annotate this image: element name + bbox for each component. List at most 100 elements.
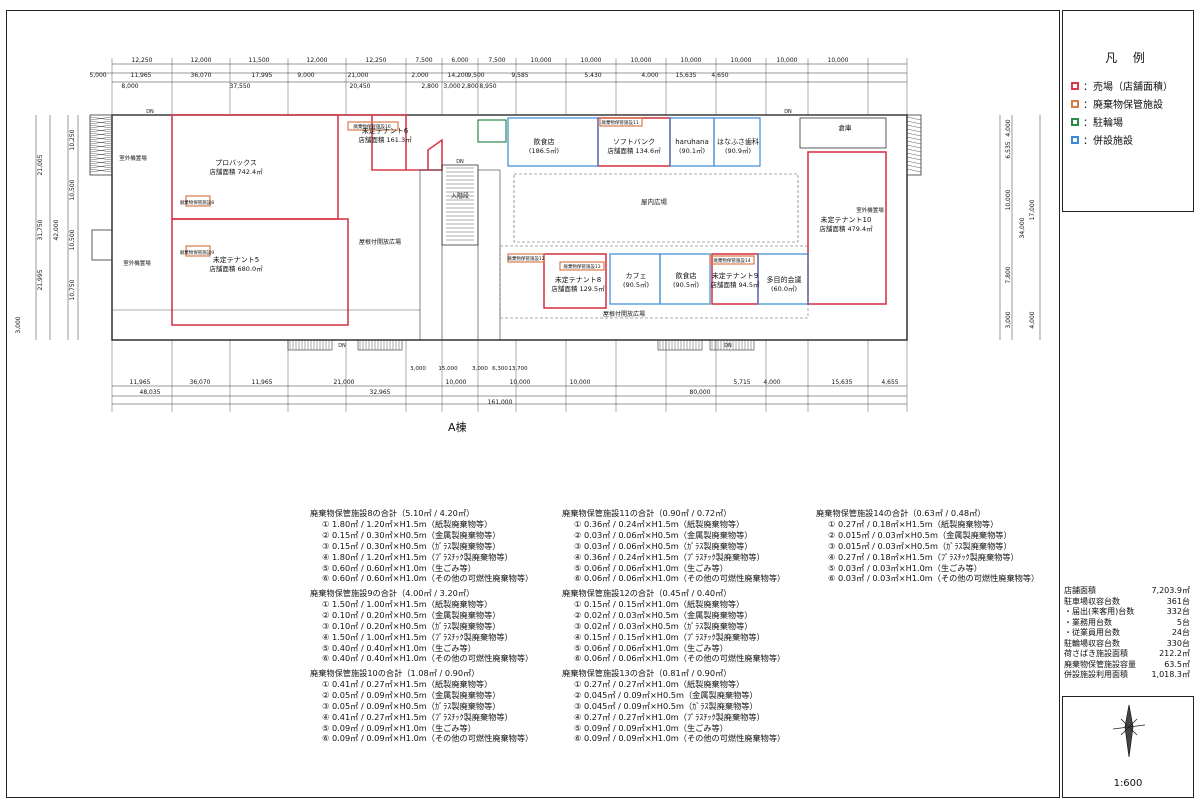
legend-swatch-icon: [1071, 117, 1079, 126]
waste-10: [347, 121, 399, 131]
dim-label-top: 5,430: [584, 72, 601, 79]
stats-value: 330台: [1166, 638, 1190, 648]
dim-label-top: 8,000: [121, 83, 138, 90]
room-area: (90.5㎡): [623, 280, 649, 289]
waste-13: [559, 261, 605, 271]
legend-title: 凡 例: [1105, 51, 1151, 65]
waste-table-line: ④ 0.27㎡ / 0.18㎡×H1.5m（ﾌﾟﾗｽﾁｯｸ製廃棄物等）: [828, 551, 1019, 562]
room-name: ソフトバンク: [613, 138, 655, 146]
dim-label-left: 21,005: [37, 154, 44, 175]
building-outline: [111, 114, 908, 341]
stair-hatch: [89, 116, 113, 121]
exit-hatch: [657, 339, 703, 351]
dim-label-top: 10,000: [731, 57, 752, 64]
dim-label-left: 21,995: [37, 269, 44, 290]
waste-table-line: ⑤ 0.09㎡ / 0.09㎡×H1.0m（生ごみ等）: [322, 722, 476, 733]
waste-label: 廃棄物保管施設13: [563, 263, 600, 270]
stair-hatch: [89, 144, 113, 149]
stair-tower: [906, 114, 922, 176]
stats-value: 1,018.3㎡: [1151, 670, 1190, 679]
stair-hatch: [89, 132, 113, 137]
waste-table-line: ④ 1.80㎡ / 1.20㎡×H1.5m（ﾌﾟﾗｽﾁｯｸ製廃棄物等）: [322, 551, 513, 562]
room-name: プロバックス: [215, 159, 257, 167]
legend-item: ：売場（店舗面積）: [1071, 78, 1193, 93]
stair-hatch: [906, 128, 922, 133]
stats-value: 7,203.9㎡: [1151, 586, 1190, 595]
area-label: 室外機置場: [123, 259, 151, 267]
dim-label-top: 2,800: [461, 83, 478, 90]
waste-table-line: ① 0.36㎡ / 0.24㎡×H1.5m（紙製廃棄物等）: [574, 518, 745, 529]
stair-hatch: [906, 124, 922, 129]
dim-label-bottom: 10,000: [446, 379, 467, 386]
stair-hatch: [906, 152, 922, 157]
waste-table-line: ④ 1.50㎡ / 1.00㎡×H1.5m（ﾌﾟﾗｽﾁｯｸ製廃棄物等）: [322, 631, 513, 642]
room-inshoku2: [659, 253, 711, 305]
exit-hatch: [709, 339, 755, 351]
room-area: 店舗面積 680.0㎡: [209, 264, 263, 273]
stair-hatch: [906, 136, 922, 141]
dim-label-left: 10,500: [69, 229, 76, 250]
room-area: (90.1㎡): [679, 146, 705, 155]
stats-value: 63.5㎡: [1164, 659, 1190, 669]
dim-label-left: 10,250: [69, 129, 76, 150]
room-area: (186.5㎡): [529, 146, 559, 155]
stats-value: 332台: [1166, 607, 1190, 616]
exit-hatch: [287, 339, 333, 351]
legend-swatch-icon: [1071, 99, 1079, 108]
waste-table-line: ⑤ 0.03㎡ / 0.03㎡×H1.0m（生ごみ等）: [828, 562, 982, 573]
dim-label-left: 31,750: [37, 219, 44, 240]
dim-label-top: 8,950: [479, 83, 496, 90]
waste-table-line: ⑤ 0.06㎡ / 0.06㎡×H1.0m（生ごみ等）: [574, 642, 728, 653]
waste-table-line: ② 0.015㎡ / 0.03㎡×H0.5m（金属製廃棄物等）: [828, 529, 1012, 540]
dim-label-top: 10,000: [581, 57, 602, 64]
stair-hatch: [89, 156, 113, 161]
waste-table-line: ⑥ 0.06㎡ / 0.06㎡×H1.0m（その他の可燃性廃棄物等）: [574, 653, 786, 664]
room-inshoku1: [507, 117, 599, 167]
stats-label: ・業務用台数: [1064, 617, 1112, 627]
stats-label: 廃棄物保管施設容量: [1064, 659, 1136, 669]
plaza-outline: [513, 173, 799, 243]
legend-swatch-icon: [1071, 81, 1079, 90]
stats-label: 併設施設利用面積: [1064, 670, 1128, 679]
dim-label-top: 7,500: [415, 57, 432, 64]
room-name: 飲食店: [676, 271, 697, 280]
dim-label-bottom: 10,000: [570, 379, 591, 386]
stats-value: 212.2㎡: [1159, 649, 1190, 658]
dim-label-right: 4,000: [1005, 119, 1012, 136]
waste-table-title: 廃棄物保管施設9の合計（4.00㎡ / 3.20㎡）: [310, 588, 475, 598]
room-name: haruhana: [675, 138, 709, 146]
waste-table-line: ③ 0.05㎡ / 0.09㎡×H0.5m（ｶﾞﾗｽ製廃棄物等）: [322, 700, 501, 711]
waste-table-line: ⑥ 0.03㎡ / 0.03㎡×H1.0m（その他の可燃性廃棄物等）: [828, 573, 1040, 584]
dim-label-top: 15,635: [676, 72, 697, 79]
waste-table-line: ④ 0.41㎡ / 0.27㎡×H1.5m（ﾌﾟﾗｽﾁｯｸ製廃棄物等）: [322, 711, 513, 722]
dim-label-bottom: 161,000: [488, 399, 513, 406]
dn-label: DN: [146, 109, 154, 115]
room-name: 多目的会議: [767, 275, 802, 284]
room-name: 未定テナント5: [213, 255, 259, 264]
legend: 凡 例 ：売場（店舗面積）：廃棄物保管施設：駐輪場：併設施設: [1062, 10, 1194, 212]
waste-table-12: 廃棄物保管施設12の合計（0.45㎡ / 0.40㎡）① 0.15㎡ / 0.1…: [562, 588, 785, 664]
waste-table-line: ① 0.27㎡ / 0.18㎡×H1.5m（紙製廃棄物等）: [828, 518, 999, 529]
dim-label-top: 36,070: [191, 72, 212, 79]
stats-row: 廃棄物保管施設容量 63.5㎡: [1062, 660, 1192, 671]
stats-label: ・従業員用台数: [1064, 628, 1120, 637]
waste-table-11: 廃棄物保管施設11の合計（0.90㎡ / 0.72㎡）① 0.36㎡ / 0.2…: [562, 508, 785, 584]
room-t5: [171, 218, 349, 326]
dim-label-bottom: 21,000: [334, 379, 355, 386]
waste-14: [709, 255, 755, 265]
scale-label: 1:600: [1113, 778, 1143, 789]
waste-table-line: ④ 0.36㎡ / 0.24㎡×H1.5m（ﾌﾟﾗｽﾁｯｸ製廃棄物等）: [574, 551, 765, 562]
room-area: (90.9㎡): [725, 146, 751, 155]
dim-label-bottom: 3,000: [472, 366, 488, 372]
stair-hatch: [89, 168, 113, 173]
waste-label: 廃棄物保管施設9: [180, 249, 214, 256]
waste-table-line: ② 0.15㎡ / 0.30㎡×H0.5m（金属製廃棄物等）: [322, 529, 501, 540]
stair-hatch: [89, 128, 113, 133]
stats-label: ・届出(来客用)台数: [1064, 607, 1135, 616]
